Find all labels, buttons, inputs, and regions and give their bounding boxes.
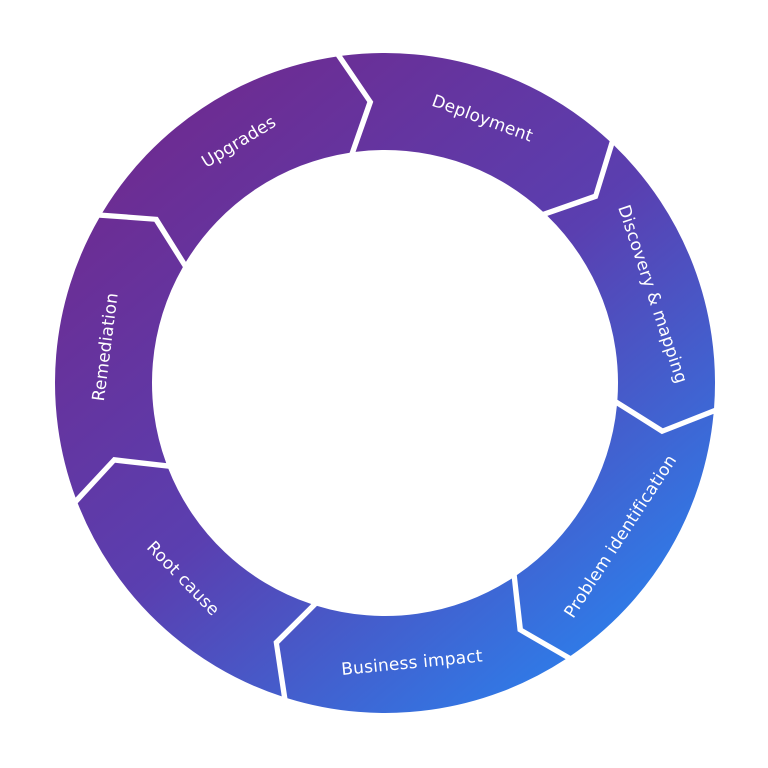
segments-layer bbox=[55, 53, 716, 713]
cycle-segment-remediation bbox=[55, 217, 183, 498]
cycle-segment-business-impact bbox=[279, 578, 566, 713]
cycle-segment-deployment bbox=[342, 53, 610, 212]
cycle-segment-problem-identification bbox=[516, 405, 714, 656]
cycle-segment-upgrades bbox=[102, 56, 368, 262]
cycle-segment-discovery-mapping bbox=[547, 145, 716, 429]
cycle-segment-root-cause bbox=[77, 462, 312, 697]
